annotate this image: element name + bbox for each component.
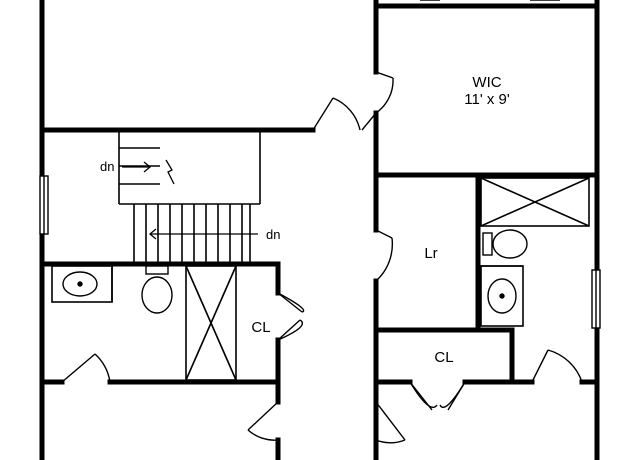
wic-label: WIC: [472, 74, 501, 91]
stair-upper-label: dn: [100, 159, 114, 174]
closet-left-label: CL: [251, 319, 270, 336]
fixtures: [39, 0, 601, 329]
linen-label: Lr: [424, 245, 437, 262]
toilet-icon: [482, 232, 493, 256]
door-swings: [61, 71, 583, 444]
stair-arrows: [122, 159, 258, 240]
sink-icon: [62, 271, 98, 297]
stair-lower-label: dn: [266, 227, 280, 242]
labels: WIC 11' x 9' Lr CL CL dn dn: [100, 74, 510, 366]
walls: [39, 0, 600, 460]
sink-icon: [487, 278, 517, 314]
wic-size-label: 11' x 9': [464, 91, 510, 108]
toilet-icon: [145, 265, 169, 275]
closet-right-label: CL: [434, 349, 453, 366]
